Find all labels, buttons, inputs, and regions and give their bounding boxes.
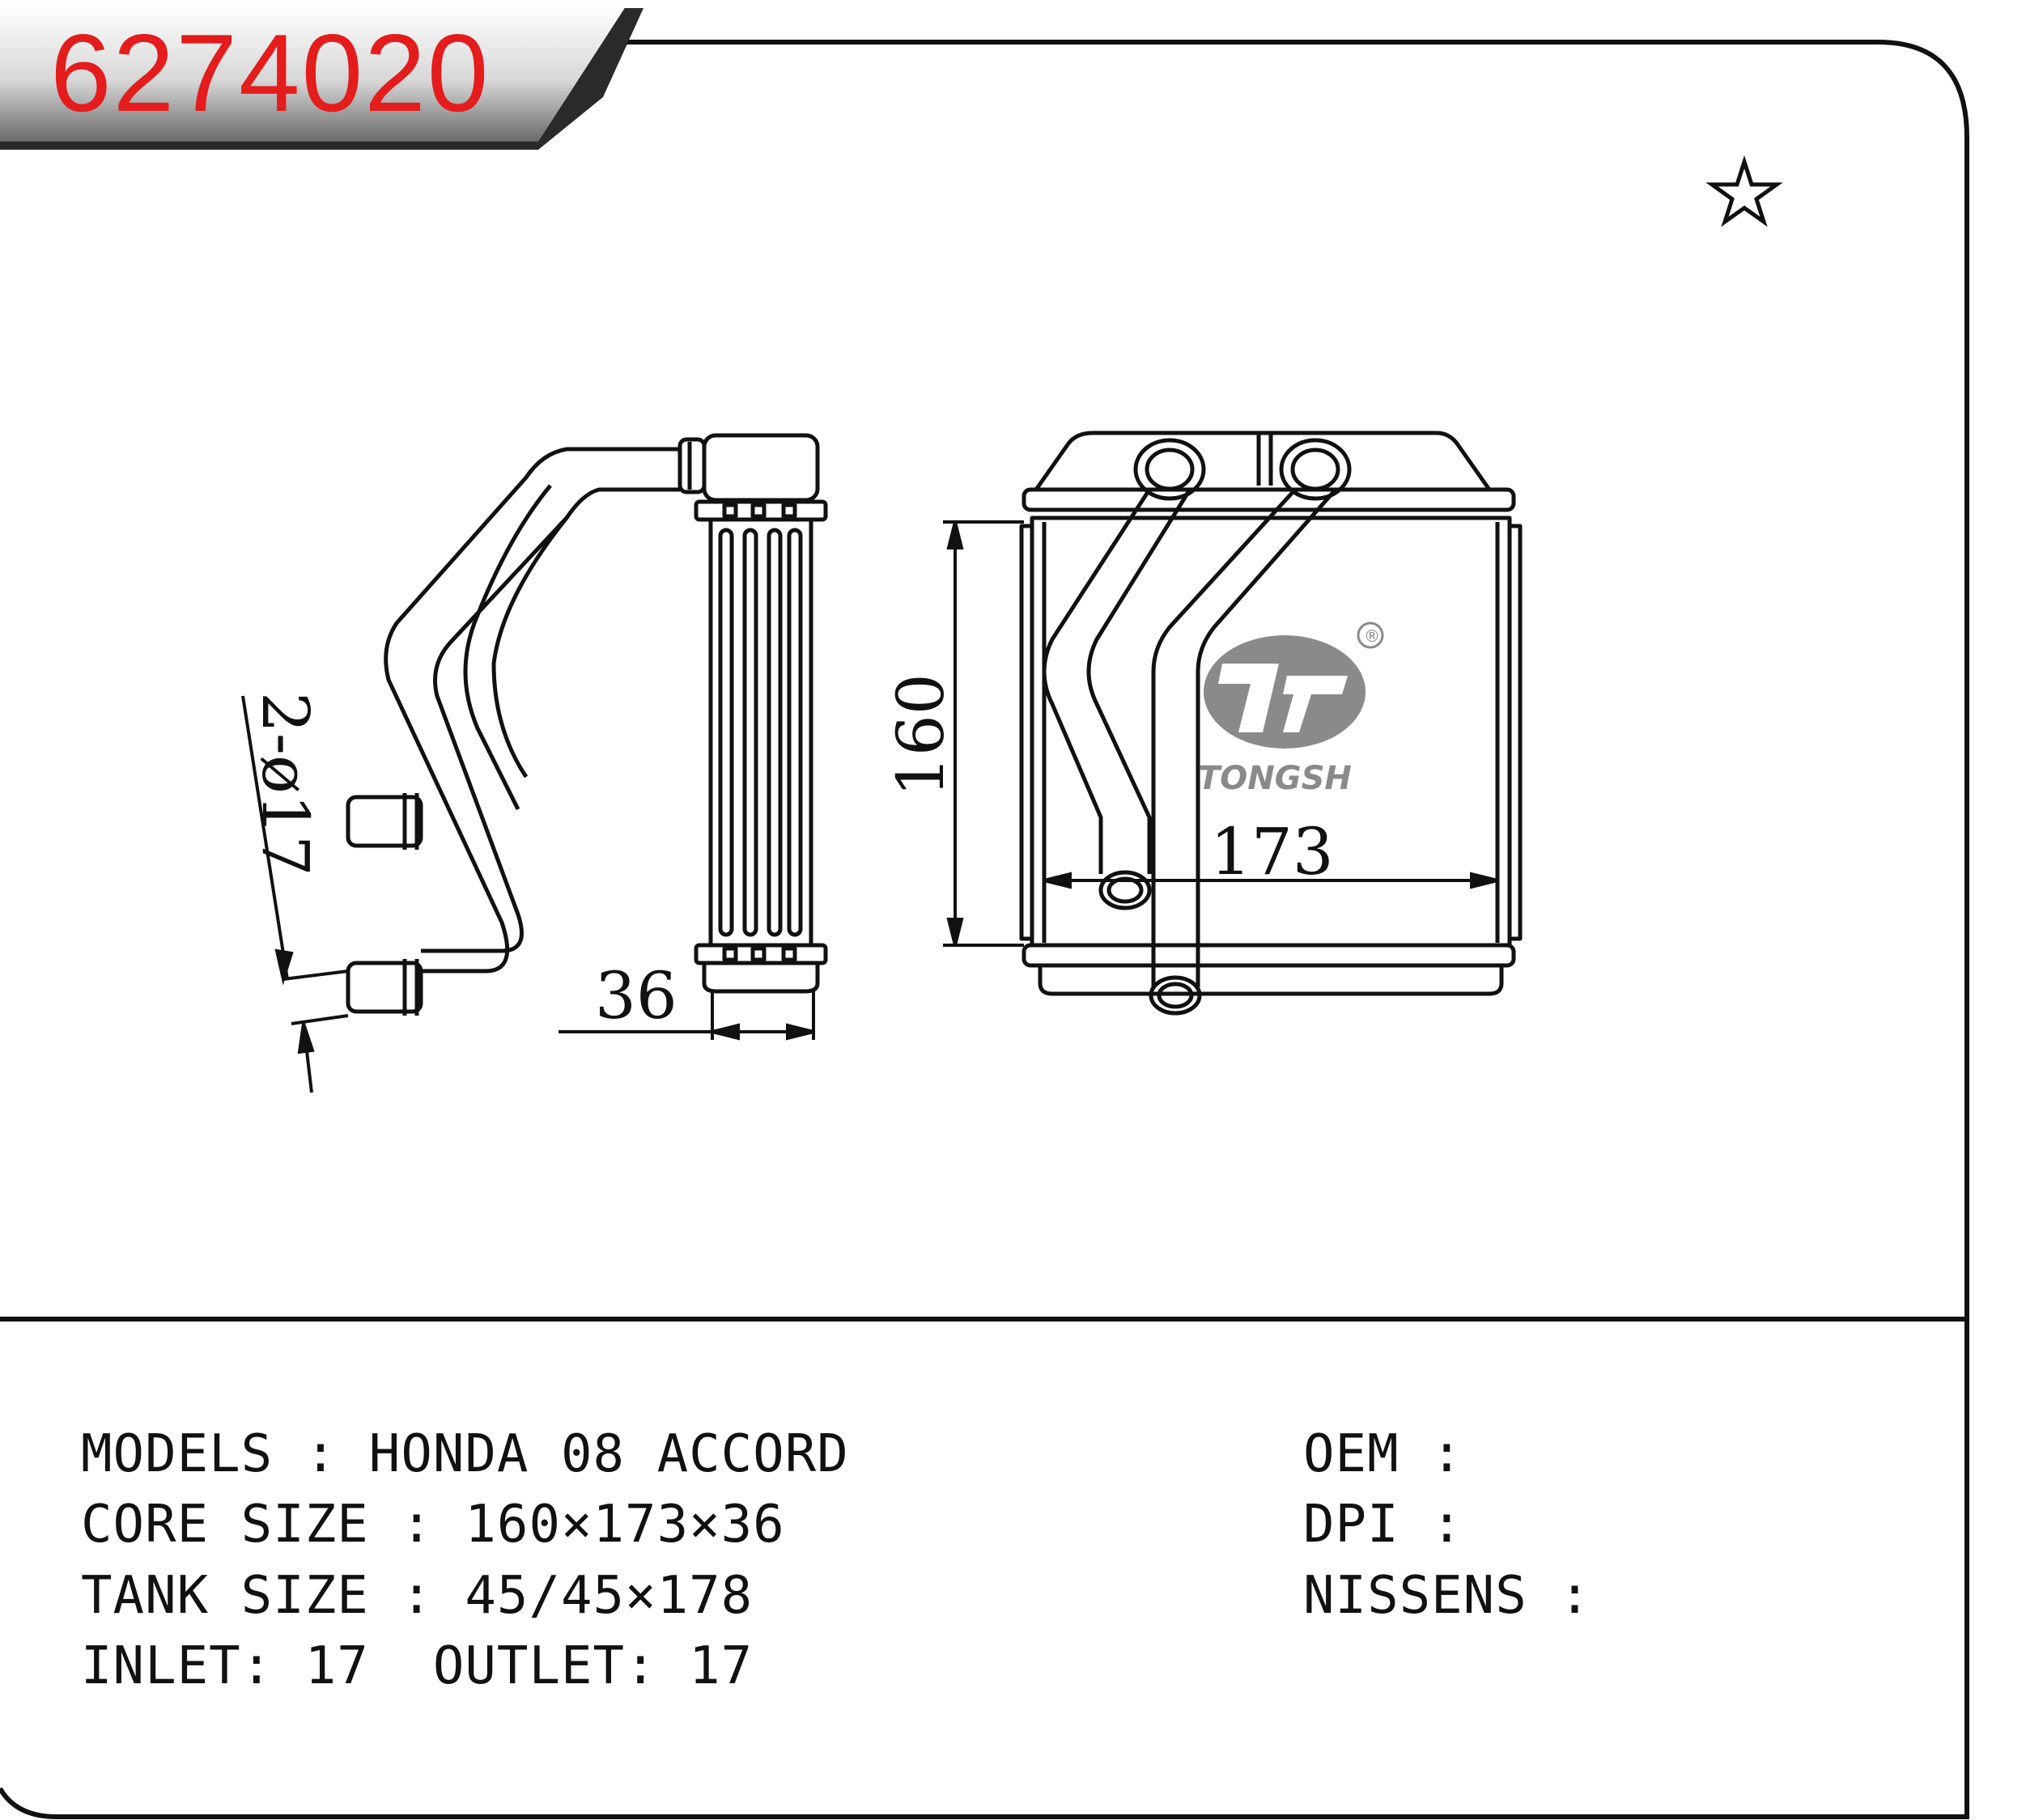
logo-text: TONGSH	[1198, 760, 1352, 797]
dim-depth-label: 36	[595, 958, 677, 1033]
star-icon	[1705, 155, 1783, 227]
tongsh-logo: TONGSH ®	[1198, 622, 1384, 797]
spec-inlet-outlet: INLET: 17 OUTLET: 17	[81, 1636, 754, 1696]
spec-tank-size: TANK SIZE : 45/45×178	[81, 1566, 754, 1626]
side-view-drawing	[346, 433, 828, 1016]
part-number: 6274020	[50, 11, 491, 134]
dim-lines-side	[241, 695, 815, 1093]
dim-lines-front	[943, 520, 1498, 947]
spec-oem: OEM :	[1303, 1424, 1463, 1484]
dim-pipe-label: 2-ø17	[248, 692, 323, 876]
sheet-frame	[0, 40, 1969, 1819]
dim-width-label: 173	[1210, 814, 1334, 889]
spec-models: MODELS : HONDA 08 ACCORD	[81, 1424, 849, 1484]
spec-core-size: CORE SIZE : 160×173×36	[81, 1495, 785, 1555]
part-number-banner	[0, 4, 643, 150]
registered-mark: ®	[1364, 626, 1380, 646]
front-view-drawing	[1019, 431, 1523, 1016]
spec-dpi: DPI :	[1303, 1495, 1463, 1555]
spec-nissens: NISSENS :	[1303, 1566, 1591, 1626]
dim-height-label: 160	[883, 673, 958, 797]
